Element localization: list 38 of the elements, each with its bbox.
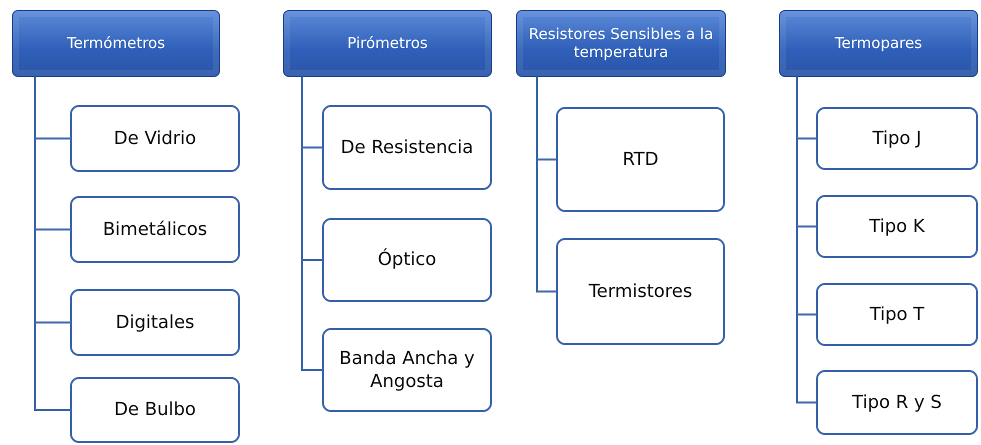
item-box [816,370,978,435]
item-box [556,238,725,345]
category-box [12,10,220,77]
category-label: Pirómetros [346,34,429,52]
item-box [70,105,240,172]
item-box [556,107,725,212]
item-label: De Vidrio [112,126,198,150]
connector-line [536,77,556,292]
item-label: RTD [621,148,660,172]
item-box [322,328,492,412]
item-box [70,289,240,356]
item-label: De Resistencia [340,136,474,160]
item-box [322,105,492,190]
item-label: De Bulbo [113,398,197,422]
item-box [816,107,978,170]
item-label: Tipo T [868,302,926,326]
connector-line [301,77,322,371]
category-label: Resistores Sensibles a la temperatura [528,26,714,61]
item-box [322,218,492,302]
item-label: Tipo K [868,214,926,238]
category-label: Termopares [834,34,924,52]
category-box [779,10,978,77]
item-box [816,283,978,346]
item-label: Banda Ancha y Angosta [338,346,476,394]
connector-line [796,77,816,404]
category-box [516,10,726,77]
item-box [70,196,240,263]
item-label: Digitales [114,310,196,334]
connector-line [34,77,70,411]
item-label: Bimetálicos [102,218,208,242]
item-label: Termistores [588,280,694,304]
category-box [283,10,492,77]
category-label: Termómetros [66,34,166,52]
item-label: Tipo J [872,126,922,150]
item-label: Óptico [376,248,438,272]
item-box [816,195,978,258]
item-label: Tipo R y S [851,390,943,414]
item-box [70,377,240,443]
